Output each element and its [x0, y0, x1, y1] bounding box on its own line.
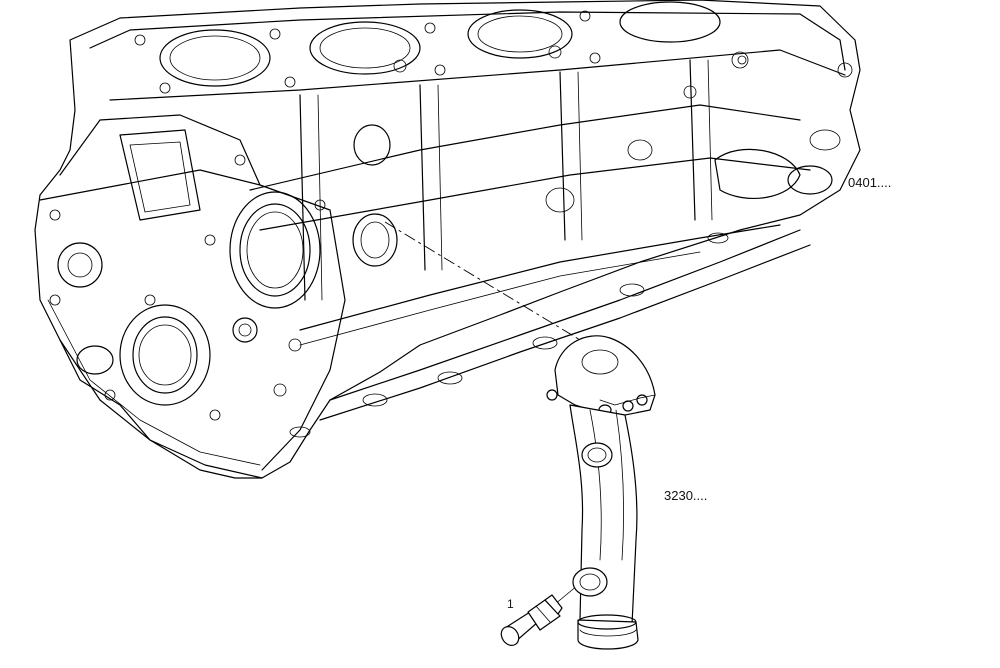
callout-fitting: 1 — [507, 597, 514, 611]
hose-fitting — [500, 594, 563, 646]
callout-engine-block: 0401.... — [848, 175, 892, 190]
alignment-line — [384, 221, 601, 353]
coolant-pipe — [546, 335, 656, 650]
callout-coolant-pipe: 3230.... — [664, 488, 708, 503]
engine-block — [34, 0, 861, 479]
